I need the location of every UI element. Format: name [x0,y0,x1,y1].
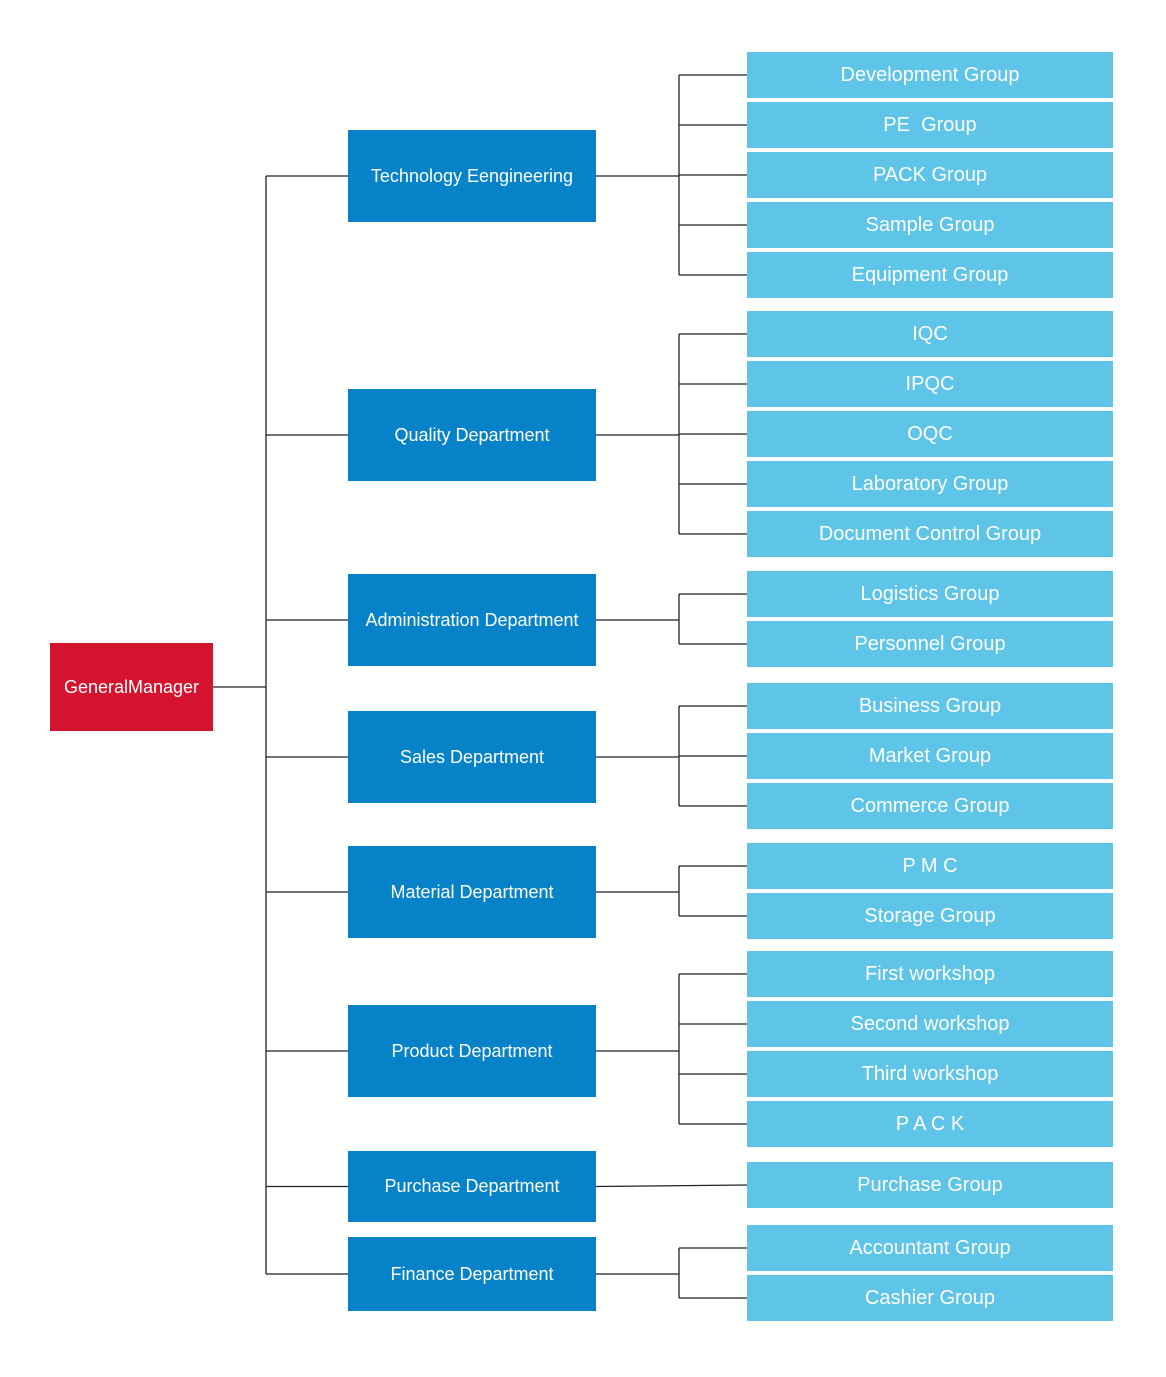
dept-product: Product Department [348,1005,596,1097]
group-label: IQC [912,322,948,345]
group-box: Sample Group [747,202,1113,248]
group-box: OQC [747,411,1113,457]
group-box: P M C [747,843,1113,889]
group-box: Equipment Group [747,252,1113,298]
group-label: OQC [907,422,953,445]
group-label: PACK Group [872,163,988,186]
group-label: Storage Group [864,904,996,927]
dept-material: Material Department [348,846,596,938]
group-label: Accountant Group [849,1236,1011,1259]
dept-label: Quality Department [394,424,550,445]
group-box: Third workshop [747,1051,1113,1097]
group-box: Second workshop [747,1001,1113,1047]
dept-label: Product Department [391,1040,553,1061]
group-label: Market Group [868,744,992,767]
dept-label: Sales Department [399,746,545,767]
group-label: Personnel Group [854,632,1006,655]
group-box: PE Group [747,102,1113,148]
dept-label: Material Department [390,881,554,902]
group-box: First workshop [747,951,1113,997]
group-label: First workshop [864,962,996,985]
group-box: PACK Group [747,152,1113,198]
group-label: Commerce Group [850,794,1010,817]
dept-label: Finance Department [390,1263,554,1284]
group-label: Sample Group [865,213,995,236]
group-label: PE Group [883,113,977,136]
group-box: Logistics Group [747,571,1113,617]
dept-label: Administration Department [365,609,579,630]
group-box: Development Group [747,52,1113,98]
group-box: Purchase Group [747,1162,1113,1208]
group-box: IQC [747,311,1113,357]
group-box: Business Group [747,683,1113,729]
group-label: Development Group [840,63,1020,86]
group-label: Document Control Group [818,522,1042,545]
group-box: Cashier Group [747,1275,1113,1321]
dept-purchase: Purchase Department [348,1151,596,1222]
group-label: P M C [902,854,958,877]
group-label: Cashier Group [864,1286,996,1309]
group-label: Second workshop [850,1012,1010,1035]
dept-label: Technology Eengineering [370,165,574,186]
group-label: Purchase Group [857,1173,1003,1196]
group-box: P A C K [747,1101,1113,1147]
dept-sales: Sales Department [348,711,596,803]
group-box: Document Control Group [747,511,1113,557]
group-box: Laboratory Group [747,461,1113,507]
group-box: Storage Group [747,893,1113,939]
dept-administration: Administration Department [348,574,596,666]
group-box: Accountant Group [747,1225,1113,1271]
group-label: Third workshop [861,1062,999,1085]
group-box: Personnel Group [747,621,1113,667]
group-label: P A C K [895,1112,965,1135]
general-manager-label: GeneralManager [63,676,200,697]
group-label: Equipment Group [851,263,1009,286]
group-label: Business Group [858,694,1002,717]
dept-finance: Finance Department [348,1237,596,1311]
group-box: IPQC [747,361,1113,407]
dept-label: Purchase Department [384,1176,560,1196]
group-label: IPQC [905,372,955,395]
dept-quality: Quality Department [348,389,596,481]
group-box: Commerce Group [747,783,1113,829]
dept-technology-engineering: Technology Eengineering [348,130,596,222]
group-connector [595,1184,748,1188]
group-label: Logistics Group [860,582,1000,605]
general-manager-box: GeneralManager [50,643,213,731]
group-box: Market Group [747,733,1113,779]
group-label: Laboratory Group [851,472,1009,495]
